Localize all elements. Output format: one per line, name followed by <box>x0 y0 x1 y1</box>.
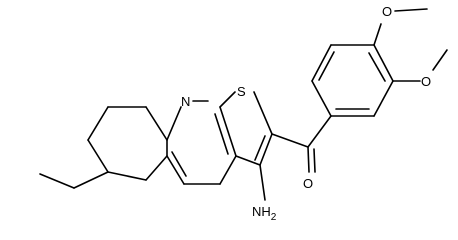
bond-lines <box>39 8 448 201</box>
structure-diagram: N S O NH2 O O <box>39 4 448 223</box>
amino-label: NH2 <box>252 204 277 223</box>
molecule-drawing: N S O NH2 O O <box>39 4 448 223</box>
sulfur-label: S <box>237 84 246 99</box>
amino-subscript: 2 <box>271 212 277 223</box>
amino-nh-text: NH <box>252 204 271 219</box>
atom-labels: N S O NH2 O O <box>181 4 431 223</box>
carbonyl-oxygen-label: O <box>303 176 313 191</box>
methoxy-right-oxygen-label: O <box>421 74 431 89</box>
nitrogen-label: N <box>181 94 190 109</box>
methoxy-top-oxygen-label: O <box>382 4 392 19</box>
